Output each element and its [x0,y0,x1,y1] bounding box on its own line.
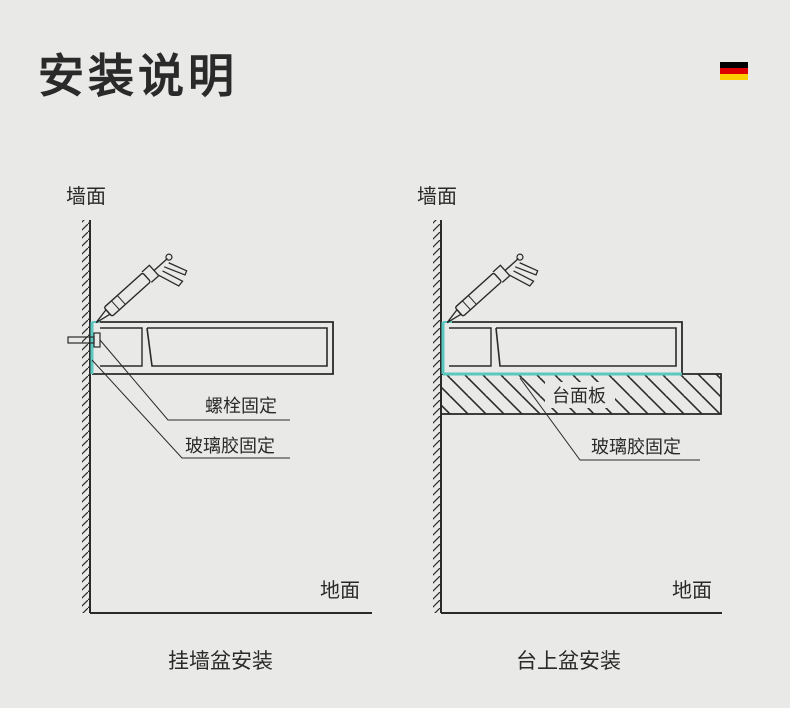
left-wall-label: 墙面 [66,184,106,208]
left-basin-outer [92,321,334,375]
left-glue-leader [91,359,290,459]
left-callout-glue: 玻璃胶固定 [185,436,275,457]
right-floor-label: 地面 [672,578,712,602]
right-caulk-gun-icon [441,248,543,345]
left-bolt-leader [99,339,290,421]
right-glue-leader [519,377,700,461]
left-callout-bolt: 螺栓固定 [205,396,277,417]
right-callout-glue: 玻璃胶固定 [591,437,681,458]
right-wall-label: 墙面 [417,184,457,208]
right-diagram [433,220,722,614]
germany-flag-icon [720,62,748,80]
left-caption: 挂墙盆安装 [168,649,273,673]
right-wall-hatch [433,220,441,613]
right-caption: 台上盆安装 [516,649,621,673]
right-counter-label: 台面板 [552,386,606,407]
right-basin-bowl [495,327,677,367]
left-basin-bowl [146,327,328,367]
right-basin-side [449,327,492,367]
left-floor-label: 地面 [320,578,360,602]
left-basin-side [100,327,143,367]
left-diagram [67,220,372,614]
left-caulk-gun-icon [90,248,192,345]
page-title: 安装说明 [38,49,238,103]
left-wall-hatch [82,220,90,613]
